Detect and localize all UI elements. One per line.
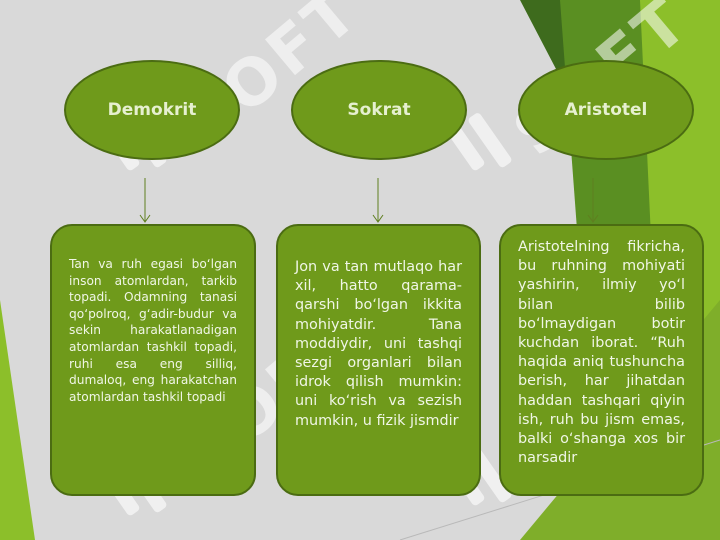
oval-title: Demokrit <box>107 100 197 120</box>
oval-demokrit: Demokrit <box>64 60 240 160</box>
arrow-down-icon <box>372 178 384 223</box>
text-box-sokrat: Jon va tan mutlaqo har xil, hatto qarama… <box>276 224 481 496</box>
box-text: Aristotelning fikricha, bu ruhning mohiy… <box>518 239 685 467</box>
oval-sokrat: Sokrat <box>291 60 467 160</box>
box-text: Tan va ruh egasi bo‘lgan inson atomlarda… <box>69 257 237 404</box>
box-text: Jon va tan mutlaqo har xil, hatto qarama… <box>295 259 462 429</box>
oval-aristotel: Aristotel <box>518 60 694 160</box>
text-box-aristotel: Aristotelning fikricha, bu ruhning mohiy… <box>499 224 704 496</box>
oval-title: Aristotel <box>564 100 648 120</box>
left-triangle-accent <box>0 300 35 540</box>
oval-title: Sokrat <box>347 100 411 120</box>
arrow-down-icon <box>587 178 599 223</box>
arrow-down-icon <box>139 178 151 223</box>
text-box-demokrit: Tan va ruh egasi bo‘lgan inson atomlarda… <box>50 224 256 496</box>
